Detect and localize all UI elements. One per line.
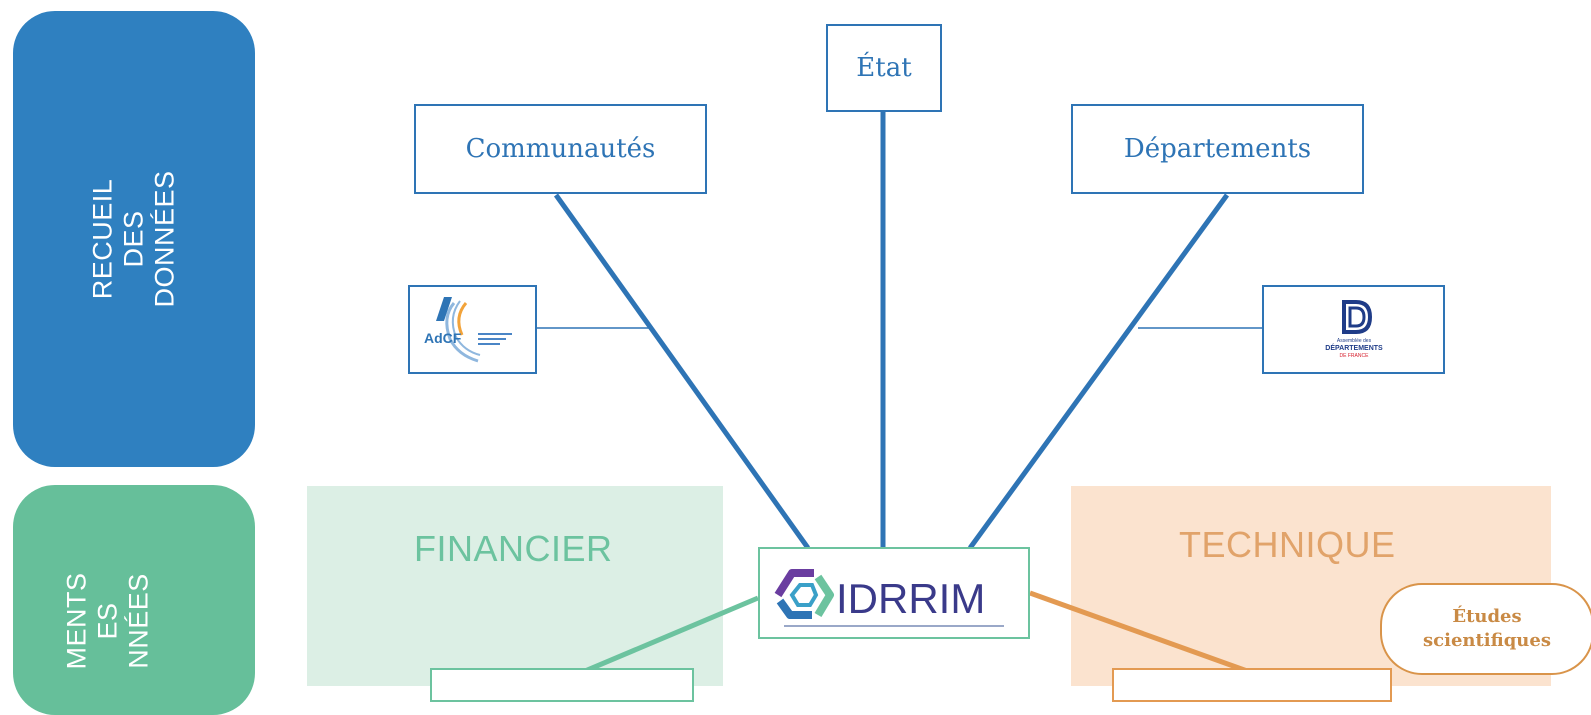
- bubble-line1: Études: [1452, 606, 1522, 627]
- line-departements: [967, 193, 1230, 550]
- etat-node: État: [826, 24, 942, 112]
- technique-sub-box: [1112, 668, 1392, 702]
- departements-logo-line2: DÉPARTEMENTS: [1325, 343, 1383, 352]
- adcf-logo-box: AdCF: [408, 285, 537, 374]
- line-communautes: [553, 193, 811, 550]
- idrrim-logo-icon: IDRRIM: [774, 569, 1004, 627]
- adcf-logo-text: AdCF: [424, 330, 462, 346]
- departements-logo-box: Assemblée des DÉPARTEMENTS DE FRANCE: [1262, 285, 1445, 374]
- traitements-block: MENTS ES NNÉES: [13, 485, 255, 715]
- departements-logo-icon: Assemblée des DÉPARTEMENTS DE FRANCE: [1325, 299, 1383, 359]
- etudes-scientifiques-bubble: Études scientifiques: [1380, 583, 1591, 675]
- adcf-logo-icon: AdCF: [424, 296, 512, 362]
- financier-title: FINANCIER: [414, 528, 613, 569]
- technique-title: TECHNIQUE: [1179, 524, 1396, 565]
- departements-node: Départements: [1071, 104, 1364, 194]
- line-technique: [1029, 590, 1280, 680]
- recueil-block: RECUEIL DES DONNÉES: [13, 11, 255, 467]
- financier-sub-box: [430, 668, 694, 702]
- idrrim-logo-text: IDRRIM: [836, 575, 985, 622]
- communautes-node: Communautés: [414, 104, 707, 194]
- departements-logo-line3: DE FRANCE: [1339, 353, 1369, 359]
- departements-logo-line1: Assemblée des: [1336, 338, 1371, 344]
- idrrim-logo-box: IDRRIM: [758, 547, 1030, 639]
- bubble-line2: scientifiques: [1423, 630, 1551, 651]
- financier-panel: FINANCIER: [307, 486, 723, 686]
